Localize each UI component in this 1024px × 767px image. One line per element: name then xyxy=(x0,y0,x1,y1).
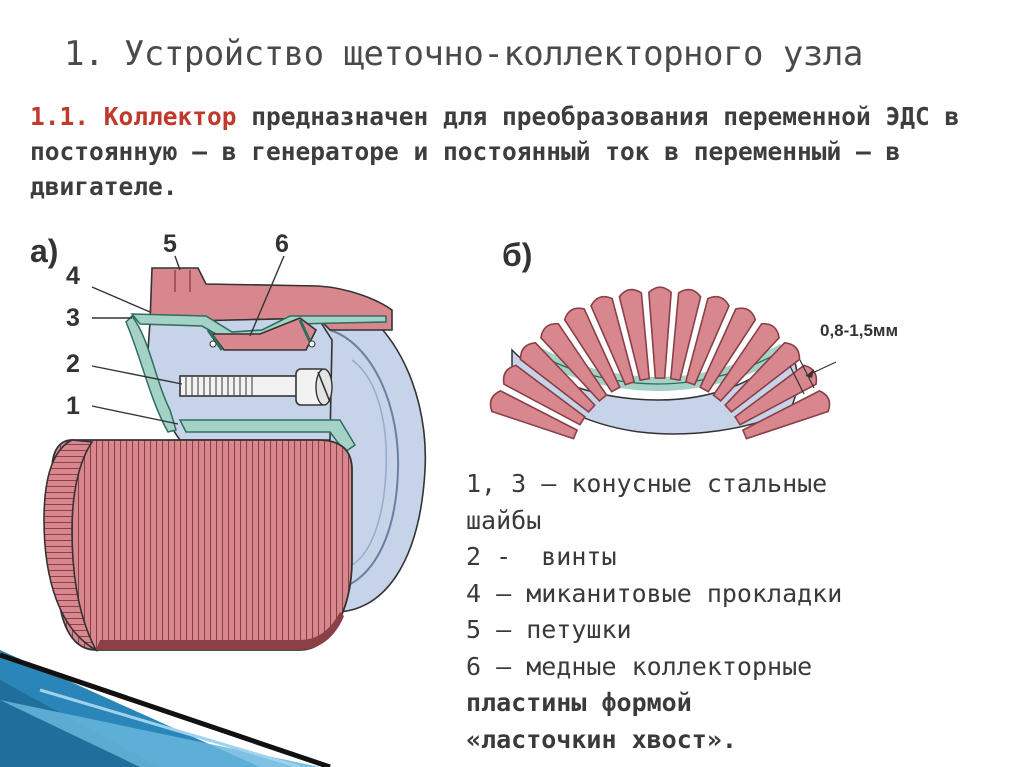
copper-segment xyxy=(647,286,673,379)
copper-segment xyxy=(590,295,636,386)
copper-segment xyxy=(712,322,780,402)
callout-1: 1 xyxy=(66,392,80,420)
figure-b-label: б) xyxy=(502,237,532,273)
copper-segment xyxy=(563,307,621,393)
legend-line: 4 – миканитовые прокладки xyxy=(466,578,843,608)
intro-paragraph: 1.1. Коллектор предназначен для преобраз… xyxy=(30,99,1010,204)
legend-line: «ласточкин хвост». xyxy=(466,724,737,754)
corner-decoration xyxy=(0,650,331,767)
copper-segment xyxy=(618,288,651,382)
legend-line: 1, 3 – конусные стальные xyxy=(466,469,828,498)
copper-segment xyxy=(734,364,818,426)
copper-segment xyxy=(741,389,831,440)
callout-5: 5 xyxy=(163,230,177,258)
dimension-label: 0,8-1,5мм xyxy=(820,321,898,340)
callout-6: 6 xyxy=(275,230,289,258)
slide-title: 1. Устройство щеточно-коллекторного узла xyxy=(64,34,863,74)
figure-b-drawing: 0,8-1,5мм xyxy=(489,286,898,440)
legend-line: пластины формой xyxy=(466,688,692,717)
copper-segment xyxy=(540,322,608,402)
callout-leader-lines xyxy=(91,255,285,425)
legend-line: 6 – медные коллекторные xyxy=(466,651,813,681)
callout-4: 4 xyxy=(66,262,80,290)
figure-a-label: а) xyxy=(30,233,58,269)
copper-segment xyxy=(669,288,702,382)
callout-3: 3 xyxy=(66,304,80,332)
figure-a-drawing xyxy=(43,267,427,653)
intro-highlight: 1.1. Коллектор xyxy=(30,102,237,131)
callout-2: 2 xyxy=(66,350,80,378)
legend-line: 5 – петушки xyxy=(466,615,632,644)
legend: 1, 3 – конусные стальные шайбы 2 - винты… xyxy=(466,466,1006,758)
copper-segment xyxy=(724,341,801,414)
legend-line: 2 - винты xyxy=(466,542,617,571)
copper-segment xyxy=(519,341,596,414)
figure-a-callouts: 5 6 4 3 2 1 xyxy=(66,230,289,420)
legend-line: шайбы xyxy=(466,505,542,535)
intro-text: предназначен для преобразования переменн… xyxy=(30,102,960,201)
copper-segment xyxy=(699,307,757,393)
copper-segment xyxy=(502,364,586,426)
copper-segment xyxy=(684,295,730,386)
copper-segment xyxy=(489,389,579,440)
